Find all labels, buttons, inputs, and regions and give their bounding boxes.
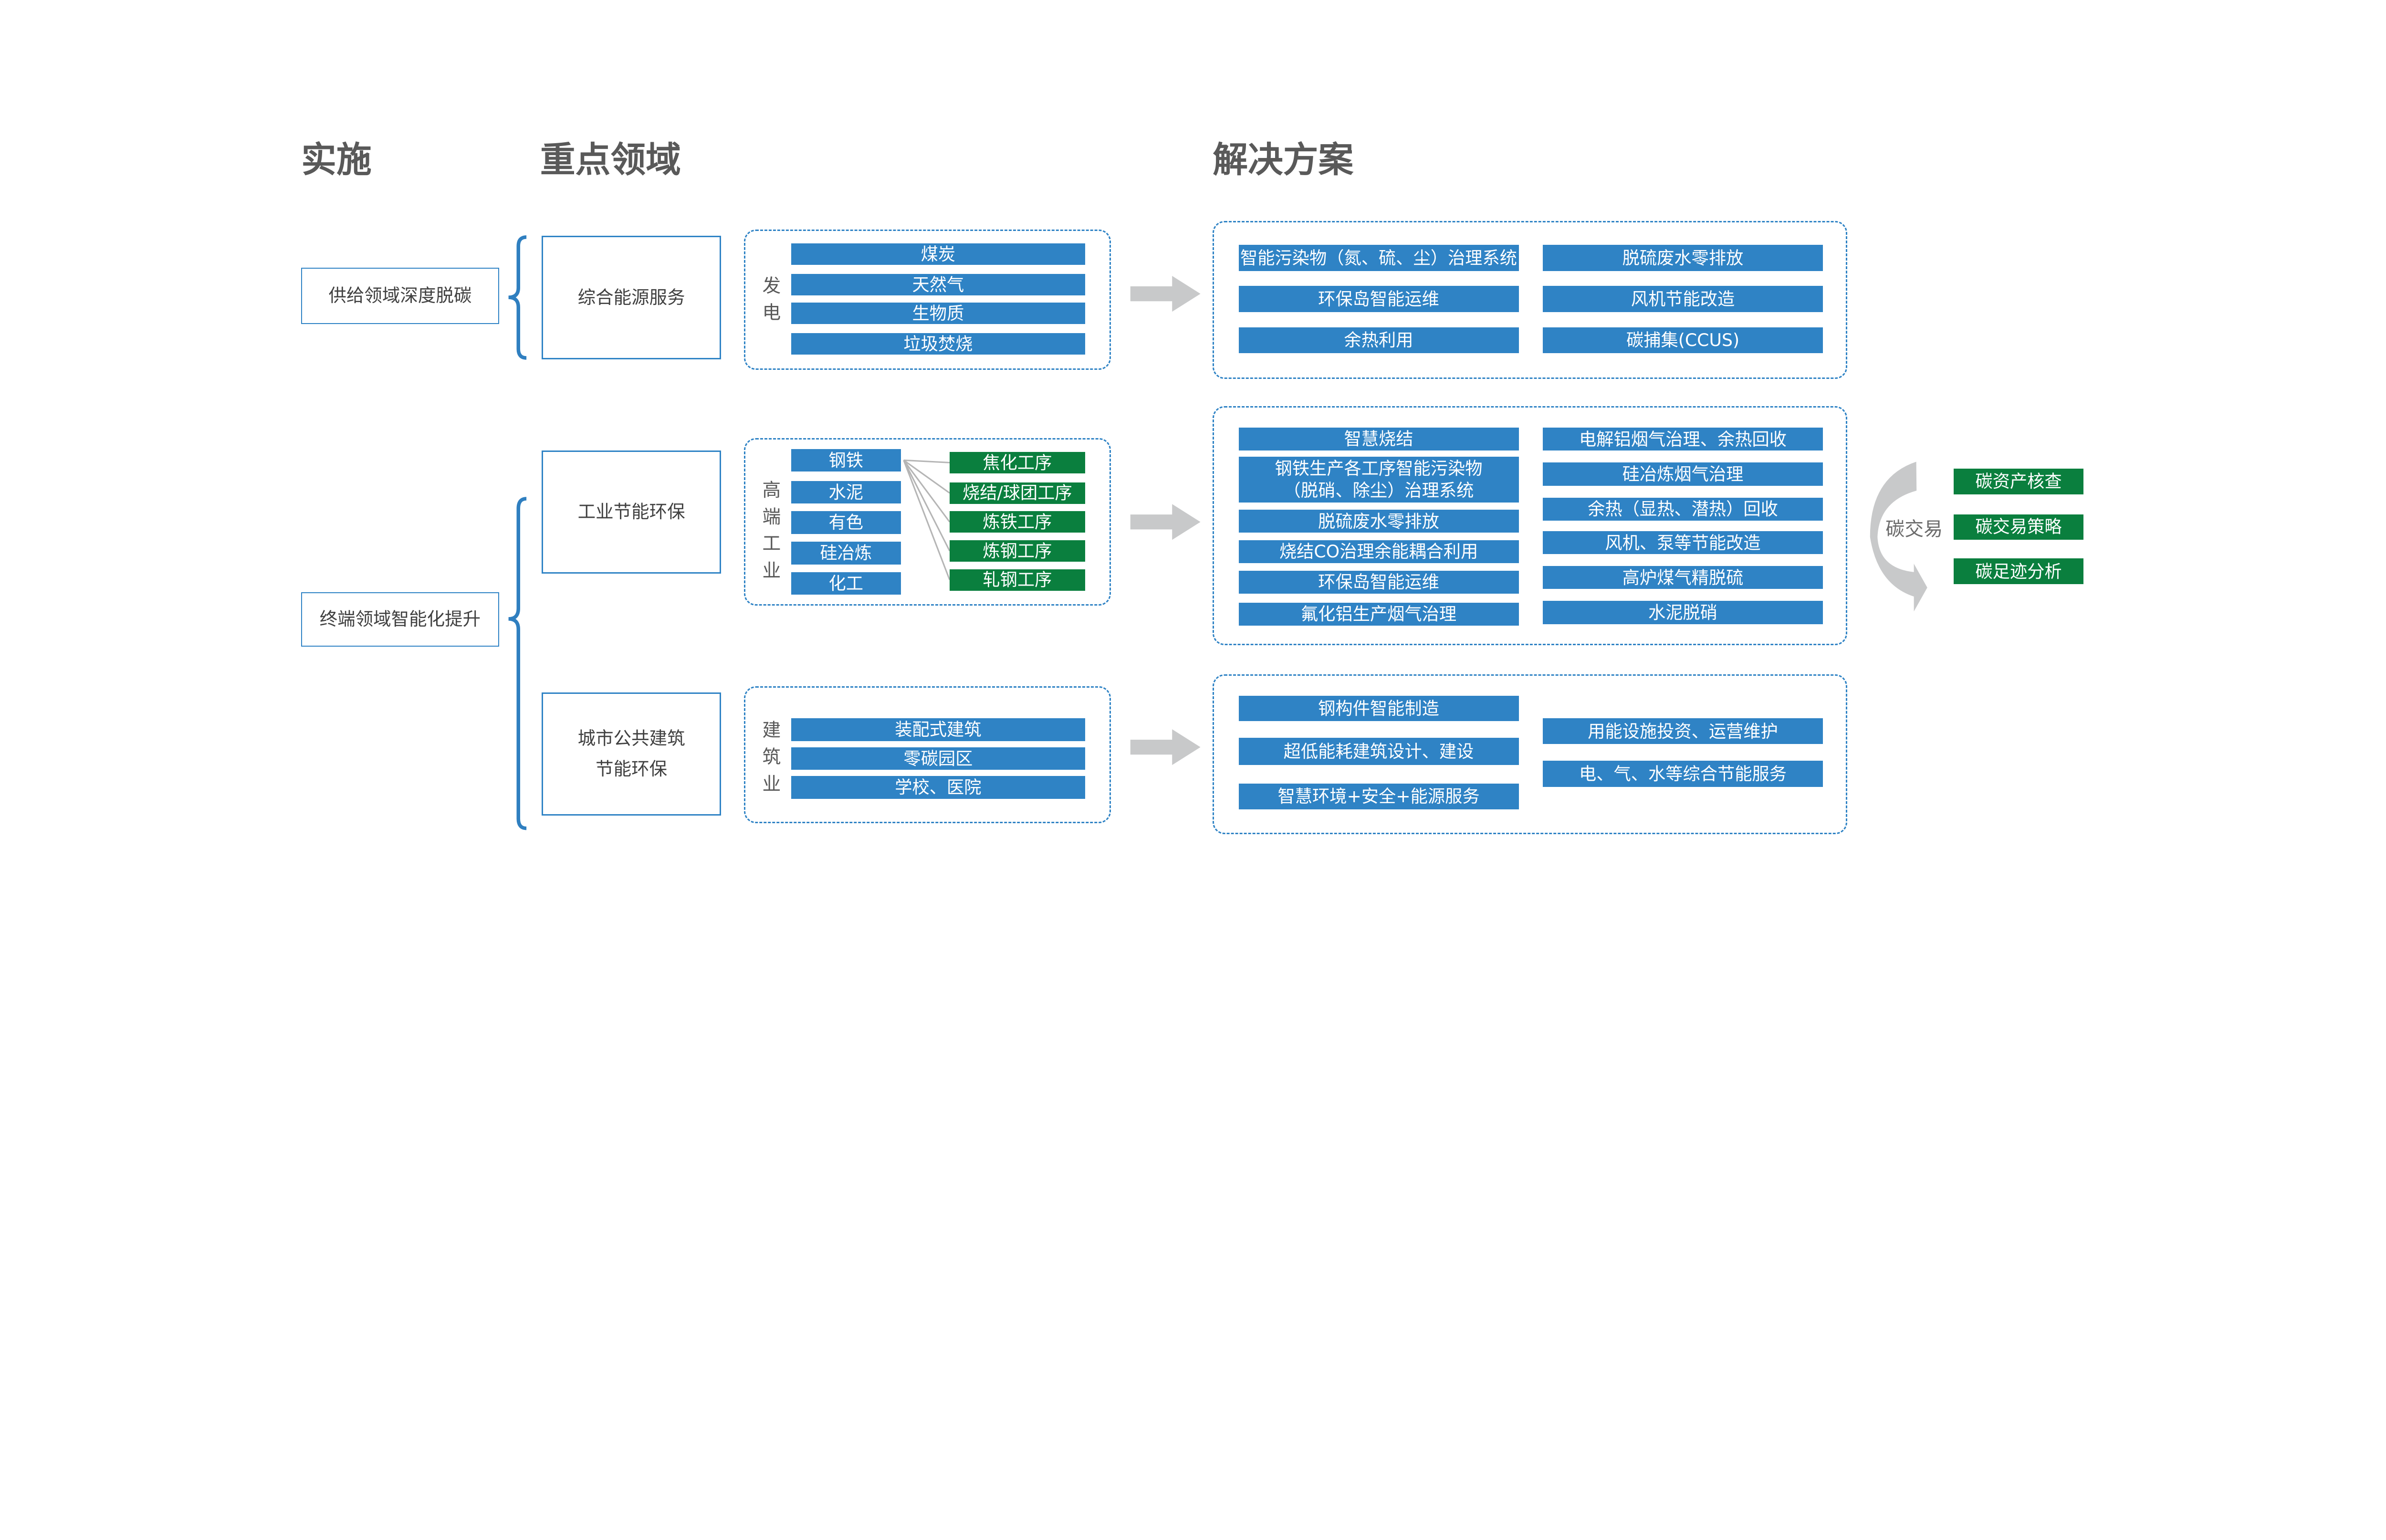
link-line xyxy=(903,460,951,580)
solution-item: 用能设施投资、运营维护 xyxy=(1543,718,1823,744)
solution-item: 电解铝烟气治理、余热回收 xyxy=(1543,428,1823,451)
industry-label: 高端工业 xyxy=(762,480,781,582)
power-item: 垃圾焚烧 xyxy=(791,333,1085,355)
power-label: 发电 xyxy=(762,275,781,324)
carbon-item: 碳交易策略 xyxy=(1954,514,2083,540)
steel-process: 轧钢工序 xyxy=(950,569,1085,591)
curved-arrow-icon xyxy=(1870,461,1927,612)
industry-item-steel: 钢铁 xyxy=(791,449,901,472)
solution-item: 智慧烧结 xyxy=(1238,428,1519,450)
implement-supply: 供给领域深度脱碳 xyxy=(301,268,499,325)
link-line xyxy=(903,459,950,463)
solution-item: 超低能耗建筑设计、建设 xyxy=(1238,738,1519,765)
solution-item: 环保岛智能运维 xyxy=(1238,286,1519,312)
steel-process-links xyxy=(903,459,951,580)
building-item: 装配式建筑 xyxy=(791,718,1085,741)
connectors-layer xyxy=(508,235,1927,830)
focus-city-building: 城市公共建筑 节能环保 xyxy=(542,692,722,816)
header-focus: 重点领域 xyxy=(540,140,681,180)
solution-item: 风机节能改造 xyxy=(1543,286,1823,312)
solution-industry-group xyxy=(1213,406,1848,645)
focus-industry: 工业节能环保 xyxy=(542,450,722,574)
industry-item: 硅冶炼 xyxy=(791,542,901,565)
solution-item: 烧结CO治理余能耦合利用 xyxy=(1238,540,1519,563)
building-item: 零碳园区 xyxy=(791,747,1085,770)
solution-item: 脱硫废水零排放 xyxy=(1238,510,1519,533)
industry-item: 化工 xyxy=(791,572,901,595)
steel-process: 炼铁工序 xyxy=(950,511,1085,533)
arrow-right-icon xyxy=(1130,276,1201,312)
industry-item: 有色 xyxy=(791,511,901,534)
building-item: 学校、医院 xyxy=(791,776,1085,799)
solution-item: 钢铁生产各工序智能污染物 （脱硝、除尘）治理系统 xyxy=(1238,456,1519,503)
solution-item: 智慧环境+安全+能源服务 xyxy=(1238,783,1519,810)
link-line xyxy=(903,460,951,523)
solution-power-group xyxy=(1213,220,1848,379)
solution-item: 智能污染物（氮、硫、尘）治理系统 xyxy=(1238,245,1519,271)
implement-terminal: 终端领域智能化提升 xyxy=(301,592,499,647)
power-group xyxy=(744,230,1111,370)
arrow-right-icon xyxy=(1130,504,1201,540)
solution-item: 氟化铝生产烟气治理 xyxy=(1238,602,1519,626)
solution-item: 电、气、水等综合节能服务 xyxy=(1543,761,1823,787)
solution-item: 水泥脱硝 xyxy=(1543,601,1823,624)
solution-item: 环保岛智能运维 xyxy=(1238,570,1519,594)
carbon-trading-label: 碳交易 xyxy=(1885,518,1943,541)
solution-item-line: （脱硝、除尘）治理系统 xyxy=(1283,480,1474,501)
focus-city-line2: 节能环保 xyxy=(596,758,668,779)
brace-supply xyxy=(508,235,527,360)
solution-item: 碳捕集(CCUS) xyxy=(1543,327,1823,353)
steel-process: 炼钢工序 xyxy=(950,540,1085,562)
solution-building-group xyxy=(1213,674,1848,834)
carbon-item: 碳足迹分析 xyxy=(1954,558,2083,585)
link-line xyxy=(903,460,951,552)
solution-item: 钢构件智能制造 xyxy=(1238,695,1519,722)
solution-item: 硅冶炼烟气治理 xyxy=(1543,462,1823,486)
industry-item: 水泥 xyxy=(791,481,901,503)
solution-item: 余热利用 xyxy=(1238,327,1519,353)
solution-item: 高炉煤气精脱硫 xyxy=(1543,566,1823,589)
header-implement: 实施 xyxy=(301,140,372,180)
power-item: 煤炭 xyxy=(791,243,1085,265)
carbon-item: 碳资产核查 xyxy=(1954,468,2083,495)
focus-energy-service: 综合能源服务 xyxy=(542,236,722,359)
building-group xyxy=(744,686,1111,823)
solution-item: 脱硫废水零排放 xyxy=(1543,245,1823,271)
power-item: 天然气 xyxy=(791,273,1085,295)
brace-terminal xyxy=(508,497,527,830)
arrows xyxy=(1130,276,1927,765)
solution-item: 风机、泵等节能改造 xyxy=(1543,531,1823,555)
arrow-right-icon xyxy=(1130,729,1201,765)
link-line xyxy=(903,460,950,494)
industry-group xyxy=(744,438,1111,606)
power-item: 生物质 xyxy=(791,303,1085,325)
solution-item: 余热（显热、潜热）回收 xyxy=(1543,497,1823,521)
steel-process: 焦化工序 xyxy=(950,451,1085,473)
solution-item-line: 钢铁生产各工序智能污染物 xyxy=(1275,458,1483,479)
building-label: 建筑业 xyxy=(762,720,781,795)
focus-city-line1: 城市公共建筑 xyxy=(577,728,685,749)
header-solution: 解决方案 xyxy=(1213,140,1354,180)
steel-process: 烧结/球团工序 xyxy=(950,482,1085,504)
